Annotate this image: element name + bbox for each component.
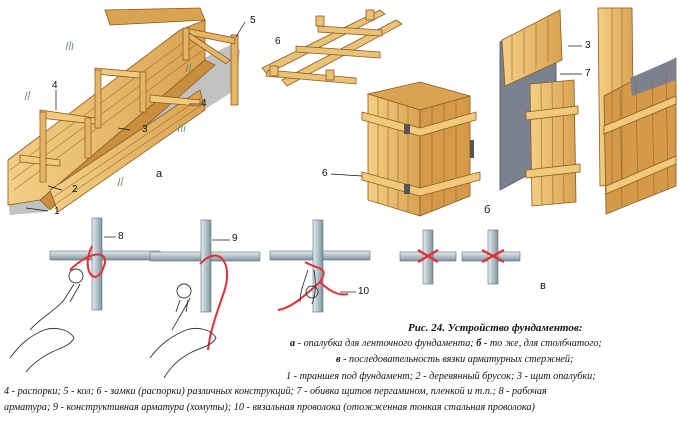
label-4-right: 4 (201, 98, 207, 109)
label-6: 6 (275, 36, 281, 47)
label-part-b: б (484, 204, 491, 216)
caption-line-3: 1 - траншея под фундамент; 2 - деревянны… (286, 371, 596, 382)
caption-line-2: в - последовательность вязки арматурных … (336, 354, 574, 365)
label-9: 9 (232, 233, 238, 244)
label-part-a: а (156, 168, 163, 180)
formwork-panels (499, 7, 677, 215)
label-part-v: в (540, 280, 546, 292)
rebar-tying-sequence (9, 217, 521, 379)
label-7: 7 (585, 68, 591, 79)
lock-spacer-6 (261, 9, 403, 87)
label-4-left: 4 (52, 80, 58, 91)
caption-line-4: 4 - распорки; 5 - кол; 6 - замки (распор… (4, 386, 547, 397)
caption-line-1: а - опалубка для ленточного фундамента; … (290, 338, 602, 349)
label-3: 3 (142, 124, 148, 135)
caption-title: Рис. 24. Устройство фундаментов: (408, 322, 583, 334)
column-formwork-box (330, 81, 481, 217)
label-10: 10 (358, 286, 370, 297)
label-6-box: 6 (322, 168, 328, 179)
label-1: 1 (54, 206, 60, 217)
label-3-panel: 3 (585, 40, 591, 51)
label-5: 5 (250, 15, 256, 26)
strip-formwork-a (7, 7, 246, 215)
label-8: 8 (118, 231, 124, 242)
label-2: 2 (72, 184, 78, 195)
caption-line-5: арматура; 9 - конструктивная арматура (х… (4, 402, 535, 413)
